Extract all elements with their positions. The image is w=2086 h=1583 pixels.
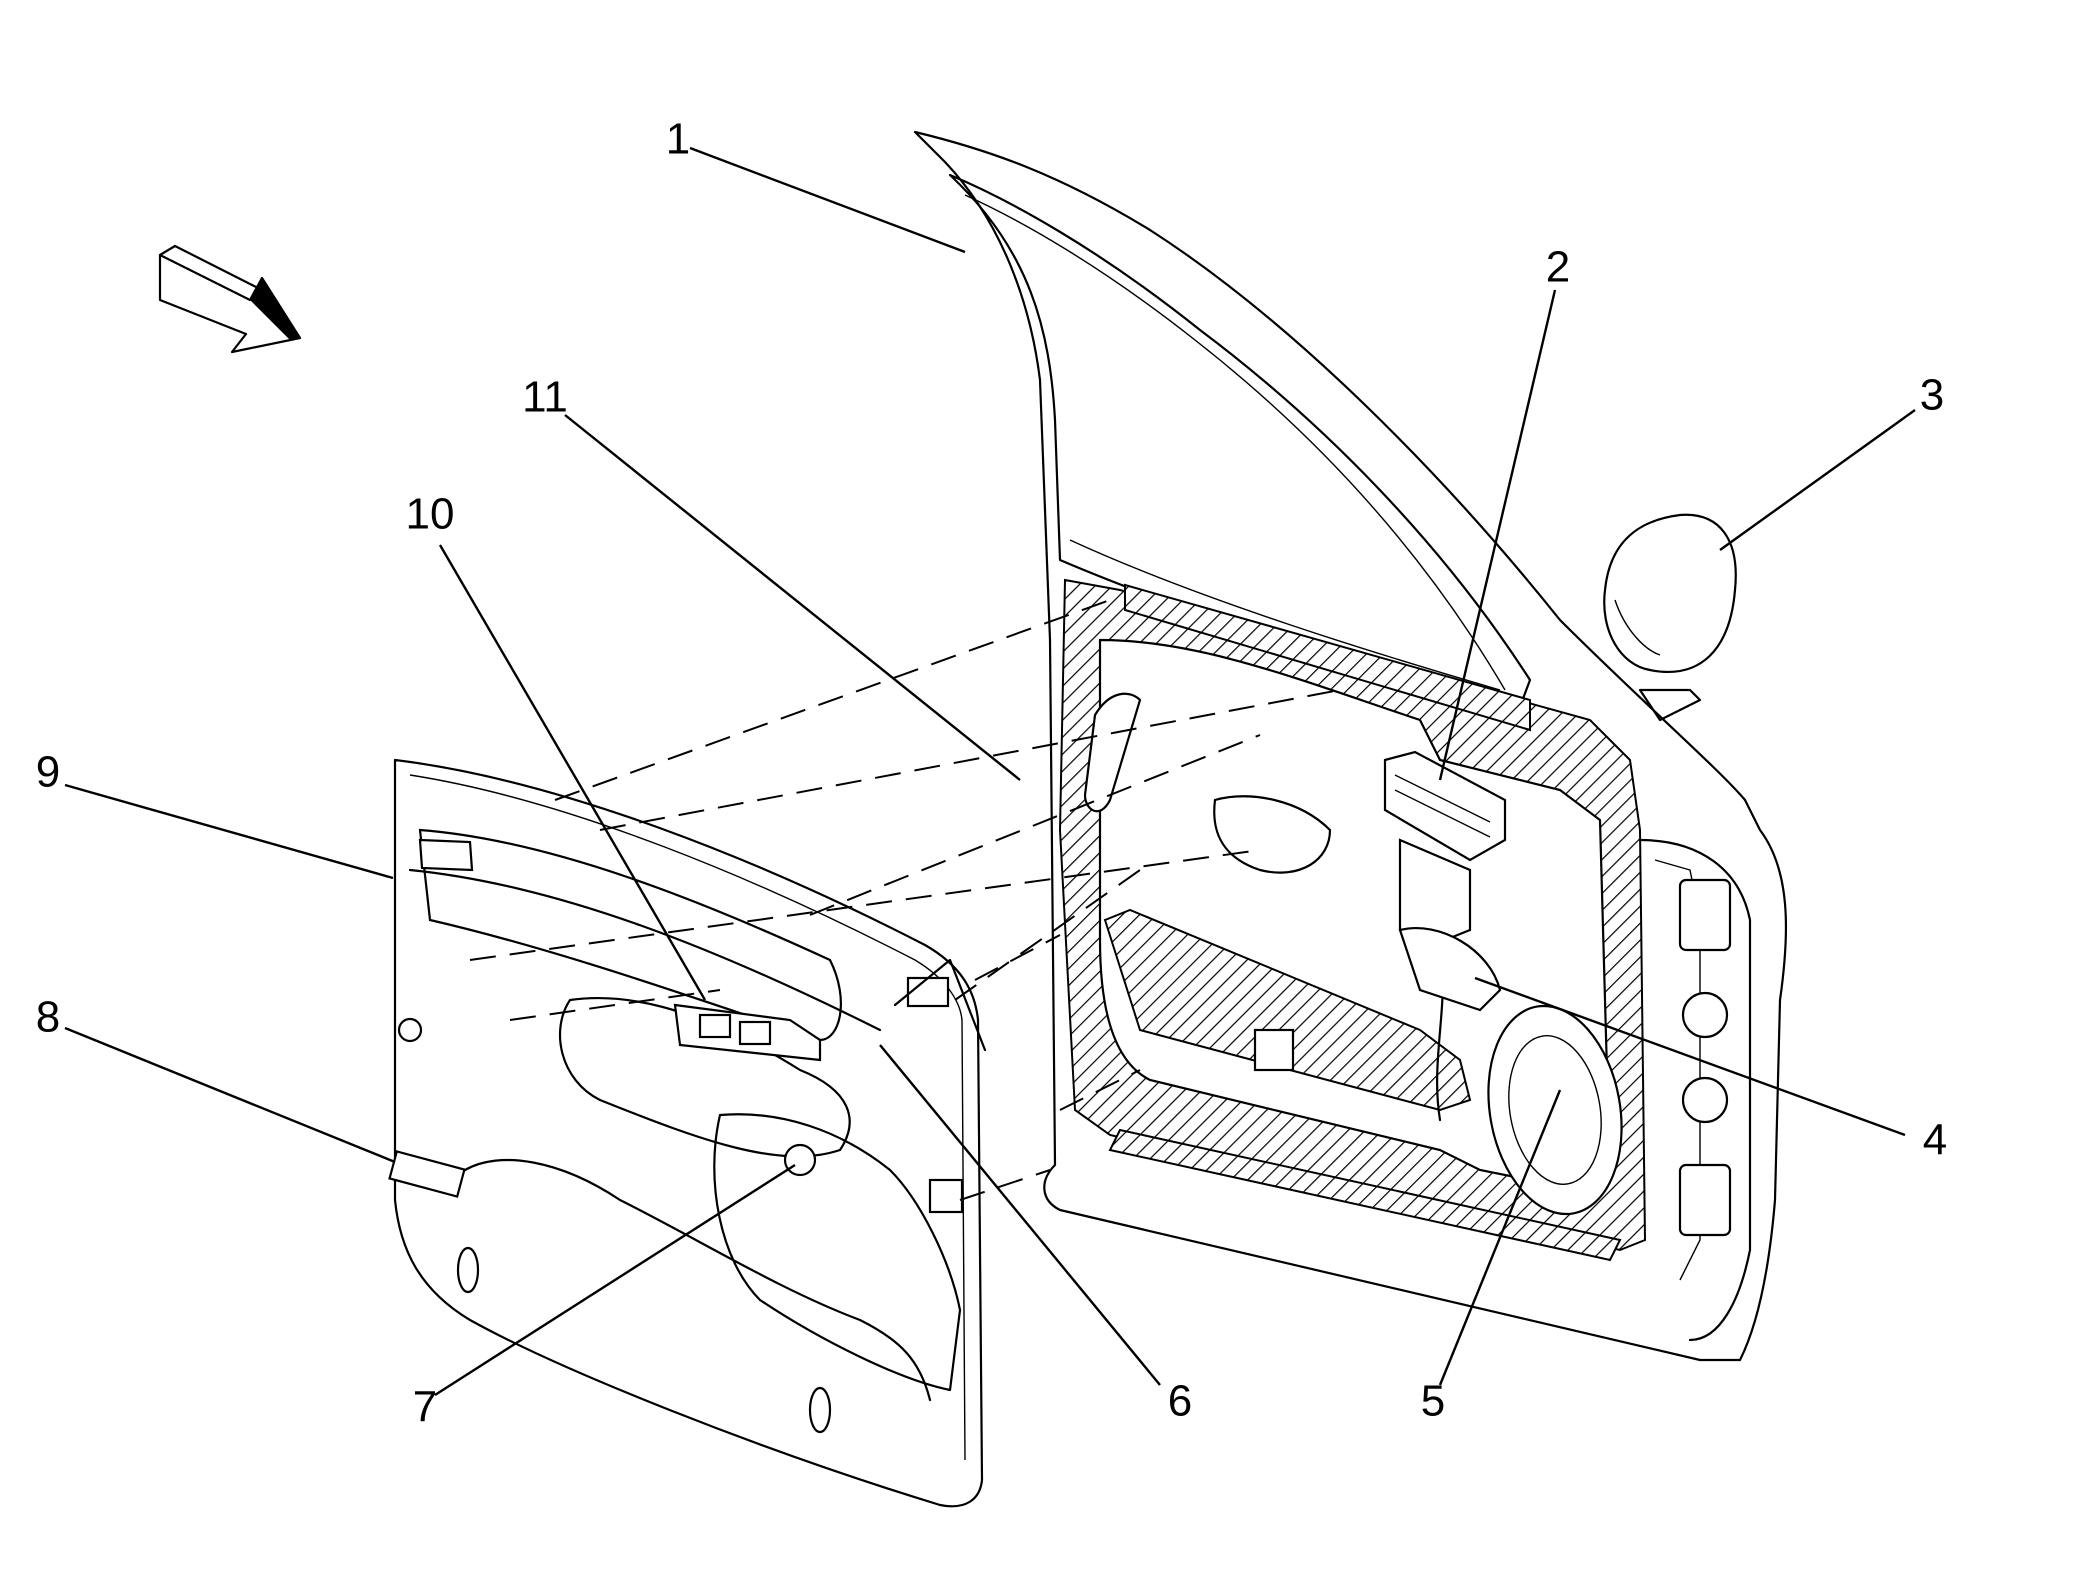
leader-lines [64,146,1916,1397]
callout-labels: 1 2 3 4 5 6 7 8 9 10 11 [36,115,1947,1432]
callout-7: 7 [413,1383,437,1432]
callout-8: 8 [36,993,60,1042]
callout-2: 2 [1546,243,1570,292]
door-inner-parts [1083,692,1502,1072]
door-frame [913,130,1788,1362]
callout-4: 4 [1923,1116,1947,1165]
door-trim-panel [388,758,984,1508]
window-switch-module [1383,750,1507,1122]
callout-1: 1 [666,115,690,164]
door-speaker [1487,1004,1623,1216]
callout-11: 11 [522,373,568,422]
callout-3: 3 [1920,371,1944,420]
outside-mirror [1603,513,1737,722]
callout-9: 9 [36,748,60,797]
callout-10: 10 [406,490,455,539]
assembly-lines [469,599,1341,1201]
callout-5: 5 [1421,1377,1445,1426]
direction-arrow-icon [158,244,302,354]
callout-6: 6 [1168,1377,1192,1426]
